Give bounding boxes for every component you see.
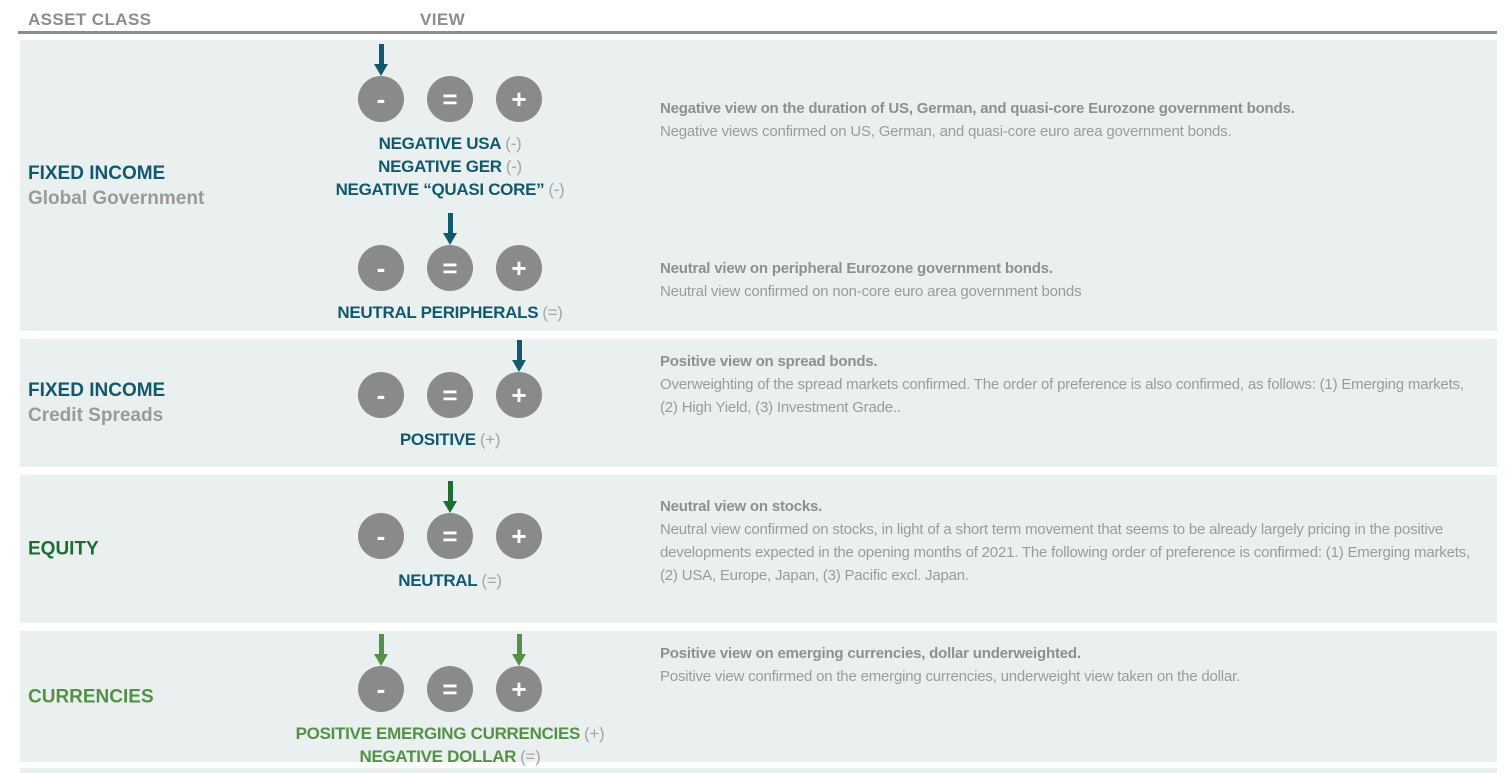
view-label-line: POSITIVE(+): [270, 428, 630, 451]
view-label: NEUTRAL PERIPHERALS: [337, 303, 539, 322]
view-label: NEGATIVE USA: [378, 134, 502, 153]
view-label: POSITIVE: [399, 430, 476, 449]
view-equal-circle: =: [427, 513, 473, 559]
view-labels: POSITIVE EMERGING CURRENCIES(+) NEGATIVE…: [270, 722, 630, 768]
header-divider: [18, 31, 1497, 34]
view-minus-circle: -: [358, 666, 404, 712]
view-equal-circle: =: [427, 245, 473, 291]
view-label-suffix: (-): [505, 134, 522, 153]
down-arrow-icon: [374, 44, 388, 76]
view-label-line: NEUTRAL PERIPHERALS(=): [270, 301, 630, 324]
asset-class-title: EQUITY: [28, 538, 99, 560]
asset-class-title-block: EQUITY: [28, 537, 99, 562]
row-equity: EQUITY - = + NEUTRAL(=) Neutral view on …: [20, 475, 1497, 623]
view-label-line: NEGATIVE “QUASI CORE”(-): [270, 178, 630, 201]
view-description-body: Neutral view confirmed on non-core euro …: [660, 283, 1082, 300]
asset-class-title: CURRENCIES: [28, 686, 154, 707]
view-equal-circle: =: [427, 372, 473, 418]
asset-class-subtitle: Global Government: [28, 187, 205, 209]
view-equal-circle: =: [427, 666, 473, 712]
view-label: NEGATIVE “QUASI CORE”: [335, 180, 545, 199]
asset-class-subtitle: Credit Spreads: [28, 405, 164, 426]
view-label: POSITIVE EMERGING CURRENCIES: [295, 724, 581, 743]
view-scale: - = +: [358, 76, 542, 122]
view-label-line: NEGATIVE DOLLAR(=): [270, 745, 630, 768]
view-label-suffix: (+): [584, 724, 605, 743]
view-group-global-government: - = + NEGATIVE USA(-) NEGATIVE GER(-) NE…: [270, 44, 630, 201]
view-group-currencies: - = + POSITIVE EMERGING CURRENCIES(+) NE…: [270, 634, 630, 768]
view-labels: POSITIVE(+): [270, 428, 630, 451]
view-labels: NEGATIVE USA(-) NEGATIVE GER(-) NEGATIVE…: [270, 132, 630, 201]
arrow-row: [358, 481, 542, 513]
arrow-row: [358, 213, 542, 245]
view-label-line: NEGATIVE GER(-): [270, 155, 630, 178]
view-group-equity: - = + NEUTRAL(=): [270, 481, 630, 592]
asset-class-title-block: FIXED INCOME Global Government: [28, 161, 204, 211]
view-description-headline: Positive view on emerging currencies, do…: [660, 645, 1081, 662]
view-description-headline: Neutral view on peripheral Eurozone gove…: [660, 260, 1053, 277]
row-currencies: CURRENCIES - = + POSITIVE EMERGING CURRE…: [20, 631, 1497, 766]
view-description-headline: Neutral view on stocks.: [660, 498, 823, 515]
down-arrow-icon: [374, 634, 388, 666]
view-group-peripherals: - = + NEUTRAL PERIPHERALS(=): [270, 213, 630, 324]
view-label-suffix: (+): [479, 430, 501, 449]
asset-class-column-header: ASSET CLASS: [28, 10, 152, 29]
view-scale: - = +: [358, 666, 542, 712]
view-label: NEGATIVE GER: [378, 157, 502, 176]
view-description-body: Neutral view confirmed on stocks, in lig…: [660, 521, 1470, 584]
view-scale: - = +: [358, 372, 542, 418]
view-description: Neutral view on peripheral Eurozone gove…: [660, 257, 1472, 303]
view-plus-circle: +: [496, 666, 542, 712]
row-fixed-income-credit-spreads: FIXED INCOME Credit Spreads - = + POSITI…: [20, 339, 1497, 467]
view-minus-circle: -: [358, 245, 404, 291]
view-equal-circle: =: [427, 76, 473, 122]
down-arrow-icon: [443, 481, 457, 513]
view-plus-circle: +: [496, 245, 542, 291]
view-plus-circle: +: [496, 513, 542, 559]
view-group-credit-spreads: - = + POSITIVE(+): [270, 340, 630, 451]
view-scale: - = +: [358, 245, 542, 291]
view-labels: NEUTRAL PERIPHERALS(=): [270, 301, 630, 324]
view-description-headline: Negative view on the duration of US, Ger…: [660, 100, 1295, 117]
view-label-suffix: (=): [542, 303, 563, 322]
view-label-line: NEUTRAL(=): [270, 569, 630, 592]
view-description-body: Positive view confirmed on the emerging …: [660, 668, 1241, 685]
arrow-row: [358, 44, 542, 76]
view-column-header: VIEW: [420, 10, 466, 29]
view-plus-circle: +: [496, 372, 542, 418]
view-plus-circle: +: [496, 76, 542, 122]
view-minus-circle: -: [358, 76, 404, 122]
view-description-body: Negative views confirmed on US, German, …: [660, 123, 1232, 140]
view-description-body: Overweighting of the spread markets conf…: [660, 376, 1464, 416]
down-arrow-icon: [512, 634, 526, 666]
view-label-suffix: (-): [548, 180, 565, 199]
asset-class-title-block: FIXED INCOME Credit Spreads: [28, 378, 165, 428]
view-label-line: POSITIVE EMERGING CURRENCIES(+): [270, 722, 630, 745]
view-label-suffix: (=): [520, 747, 541, 766]
view-scale: - = +: [358, 513, 542, 559]
view-description: Neutral view on stocks. Neutral view con…: [660, 495, 1472, 587]
view-label-line: NEGATIVE USA(-): [270, 132, 630, 155]
down-arrow-icon: [443, 213, 457, 245]
asset-class-title: FIXED INCOME: [28, 380, 166, 401]
view-description-headline: Positive view on spread bonds.: [660, 353, 878, 370]
asset-class-title: FIXED INCOME: [28, 162, 166, 184]
view-description: Negative view on the duration of US, Ger…: [660, 97, 1472, 143]
view-label-suffix: (-): [505, 157, 522, 176]
view-labels: NEUTRAL(=): [270, 569, 630, 592]
view-minus-circle: -: [358, 513, 404, 559]
view-description: Positive view on emerging currencies, do…: [660, 642, 1472, 688]
view-label-suffix: (=): [481, 571, 502, 590]
view-minus-circle: -: [358, 372, 404, 418]
arrow-row: [358, 634, 542, 666]
down-arrow-icon: [512, 340, 526, 372]
asset-class-title-block: CURRENCIES: [28, 684, 154, 709]
arrow-row: [358, 340, 542, 372]
view-label: NEUTRAL: [398, 571, 478, 590]
row-fixed-income-global-government: FIXED INCOME Global Government - = + NEG…: [20, 40, 1497, 331]
view-description: Positive view on spread bonds. Overweigh…: [660, 350, 1472, 419]
next-row-partial: [20, 768, 1497, 773]
view-label: NEGATIVE DOLLAR: [359, 747, 517, 766]
